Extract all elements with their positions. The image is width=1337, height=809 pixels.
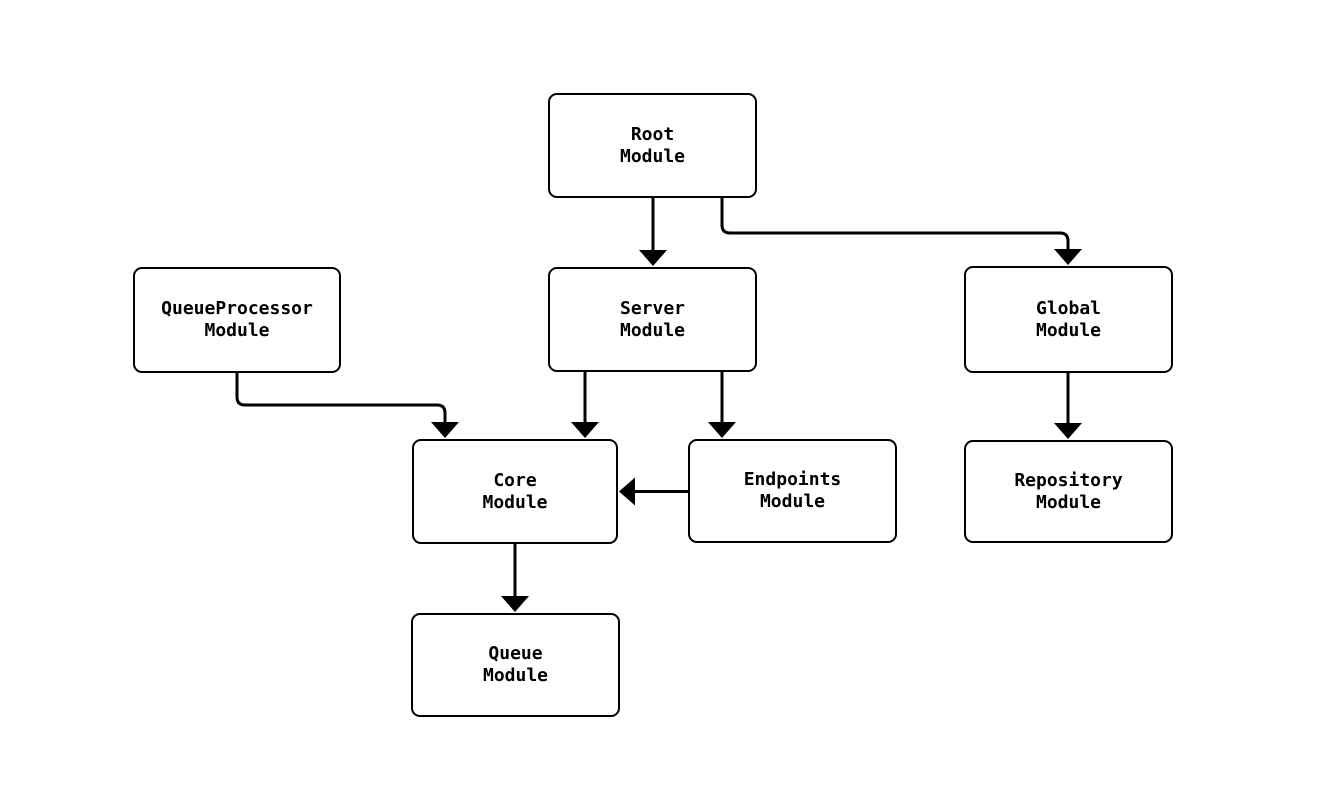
- edge-queueprocessor-to-core-arrow: [235, 373, 459, 438]
- node-server-module-label: Server Module: [619, 297, 686, 341]
- node-queueprocessor-module: QueueProcessor Module: [133, 267, 341, 373]
- node-core-module-label: Core Module: [482, 469, 548, 513]
- node-endpoints-module: Endpoints Module: [688, 439, 897, 543]
- node-endpoints-module-label: Endpoints Module: [743, 469, 842, 512]
- node-queue-module: Queue Module: [411, 613, 620, 717]
- node-repository-module-label: Repository Module: [1014, 469, 1123, 513]
- edge-root-to-global-arrow: [720, 198, 1082, 265]
- node-root-module-label: Root Module: [619, 123, 686, 167]
- node-repository-module: Repository Module: [964, 440, 1173, 543]
- node-global-module-label: Global Module: [1035, 297, 1102, 341]
- node-core-module: Core Module: [412, 439, 618, 544]
- node-root-module: Root Module: [548, 93, 757, 198]
- node-global-module: Global Module: [964, 266, 1173, 373]
- node-server-module: Server Module: [548, 267, 757, 372]
- node-queueprocessor-module-label: QueueProcessor Module: [161, 298, 313, 341]
- node-queue-module-label: Queue Module: [482, 643, 549, 686]
